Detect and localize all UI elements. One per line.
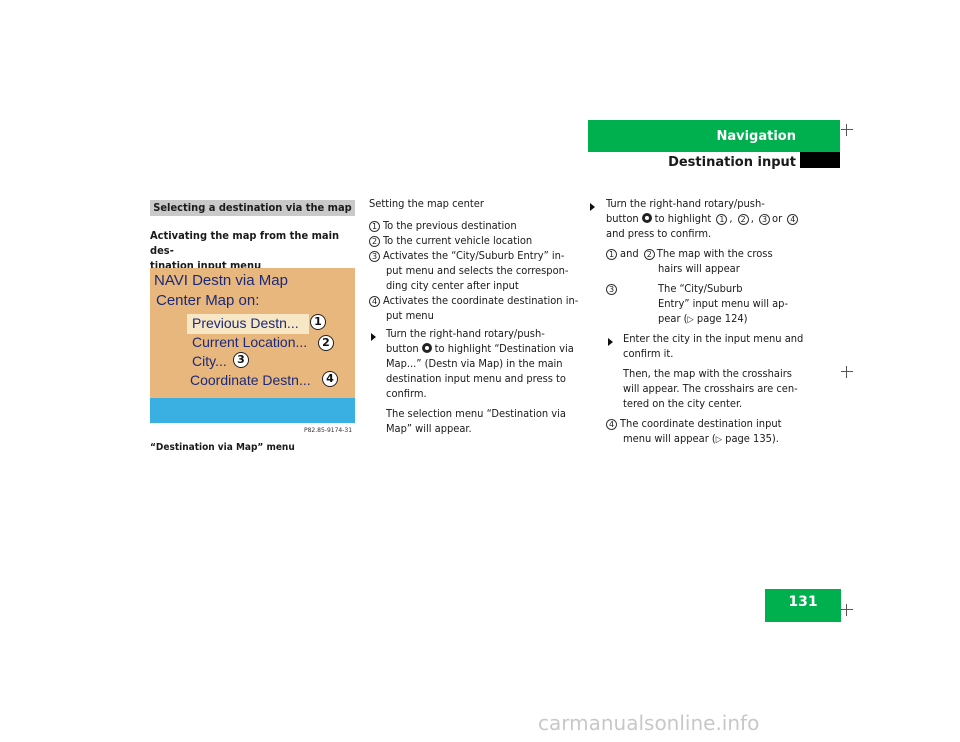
text-line: confirm it. bbox=[623, 347, 674, 360]
screen-subtitle: Center Map on: bbox=[156, 292, 260, 309]
crop-mark-icon bbox=[841, 124, 853, 136]
callout-1: 1 bbox=[310, 314, 326, 330]
text-line: The selection menu “Destination via bbox=[386, 407, 566, 420]
watermark[interactable]: carmanualsonline.info bbox=[538, 711, 760, 735]
callout-number: 4 bbox=[369, 296, 380, 307]
callout-number: 3 bbox=[606, 284, 617, 295]
page-number: 131 bbox=[765, 589, 841, 622]
screen-menu-item: Previous Destn... bbox=[192, 315, 299, 331]
callout-number: 3 bbox=[759, 214, 771, 225]
bullet-icon bbox=[608, 335, 613, 350]
screen-menu-item: Current Location... bbox=[192, 334, 308, 350]
rotary-button-icon bbox=[421, 343, 432, 353]
callout-number: 1 bbox=[606, 249, 617, 260]
highlight-bar bbox=[187, 314, 309, 334]
text-line: Then, the map with the crosshairs bbox=[623, 367, 792, 380]
callout-number: 1 bbox=[716, 214, 728, 225]
header-marker bbox=[800, 152, 840, 168]
section-title: Selecting a destination via the map bbox=[150, 200, 355, 216]
text-line: and press to confirm. bbox=[606, 227, 712, 240]
callout-4: 4 bbox=[322, 371, 338, 387]
text-line: will appear. The crosshairs are cen- bbox=[623, 382, 798, 395]
callout-number: 1 bbox=[369, 221, 380, 232]
bullet-icon bbox=[371, 330, 376, 345]
text-line: Turn the right-hand rotary/push- bbox=[386, 327, 545, 340]
callout-3: 3 bbox=[233, 352, 249, 368]
callout-number: 2 bbox=[737, 214, 749, 225]
text-line: put menu bbox=[386, 309, 434, 322]
text-line: Enter the city in the input menu and bbox=[623, 332, 804, 345]
figure-caption: “Destination via Map” menu bbox=[150, 442, 295, 453]
callout-number: 3 bbox=[369, 251, 380, 262]
section-heading: Activating the map from the main des- ti… bbox=[150, 229, 340, 272]
bullet-icon bbox=[590, 200, 595, 215]
text-line: pear (▷ page 124) bbox=[658, 312, 748, 325]
screen-menu-item: Coordinate Destn... bbox=[190, 372, 311, 388]
text-line: ding city center after input bbox=[386, 279, 519, 292]
screen-title: NAVI Destn via Map bbox=[154, 272, 288, 289]
text-line: Map...” (Destn via Map) in the main bbox=[386, 357, 563, 370]
header-title: Navigation bbox=[716, 129, 796, 144]
text-line: Entry” input menu will ap- bbox=[658, 297, 789, 310]
text-line: menu will appear (▷ page 135). bbox=[623, 432, 779, 445]
text-line: tered on the city center. bbox=[623, 397, 743, 410]
screen-menu-item: City... bbox=[192, 353, 227, 369]
crop-mark-icon bbox=[841, 604, 853, 616]
text-line: Map” will appear. bbox=[386, 422, 472, 435]
callout-number: 2 bbox=[643, 249, 655, 260]
header-bar: Navigation bbox=[588, 120, 840, 152]
text-line: destination input menu and press to bbox=[386, 372, 566, 385]
text-line: Turn the right-hand rotary/push- bbox=[606, 197, 765, 210]
text-line: confirm. bbox=[386, 387, 427, 400]
text-line: 3 bbox=[606, 281, 620, 296]
menu-screenshot: NAVI Destn via Map Center Map on: Previo… bbox=[150, 268, 355, 423]
header-subtitle: Destination input bbox=[668, 155, 796, 170]
callout-2: 2 bbox=[318, 335, 334, 351]
screen-footer bbox=[150, 398, 355, 423]
crop-mark-icon bbox=[841, 366, 853, 378]
text-line: put menu and selects the correspon- bbox=[386, 264, 569, 277]
image-code: P82.85-9174-31 bbox=[304, 427, 353, 434]
callout-number: 4 bbox=[606, 419, 617, 430]
callout-number: 4 bbox=[787, 214, 799, 225]
text-line: hairs will appear bbox=[658, 262, 740, 275]
rotary-button-icon bbox=[641, 213, 652, 223]
text-line: The “City/Suburb bbox=[658, 282, 743, 295]
callout-number: 2 bbox=[369, 236, 380, 247]
text-line: Setting the map center bbox=[369, 197, 484, 210]
